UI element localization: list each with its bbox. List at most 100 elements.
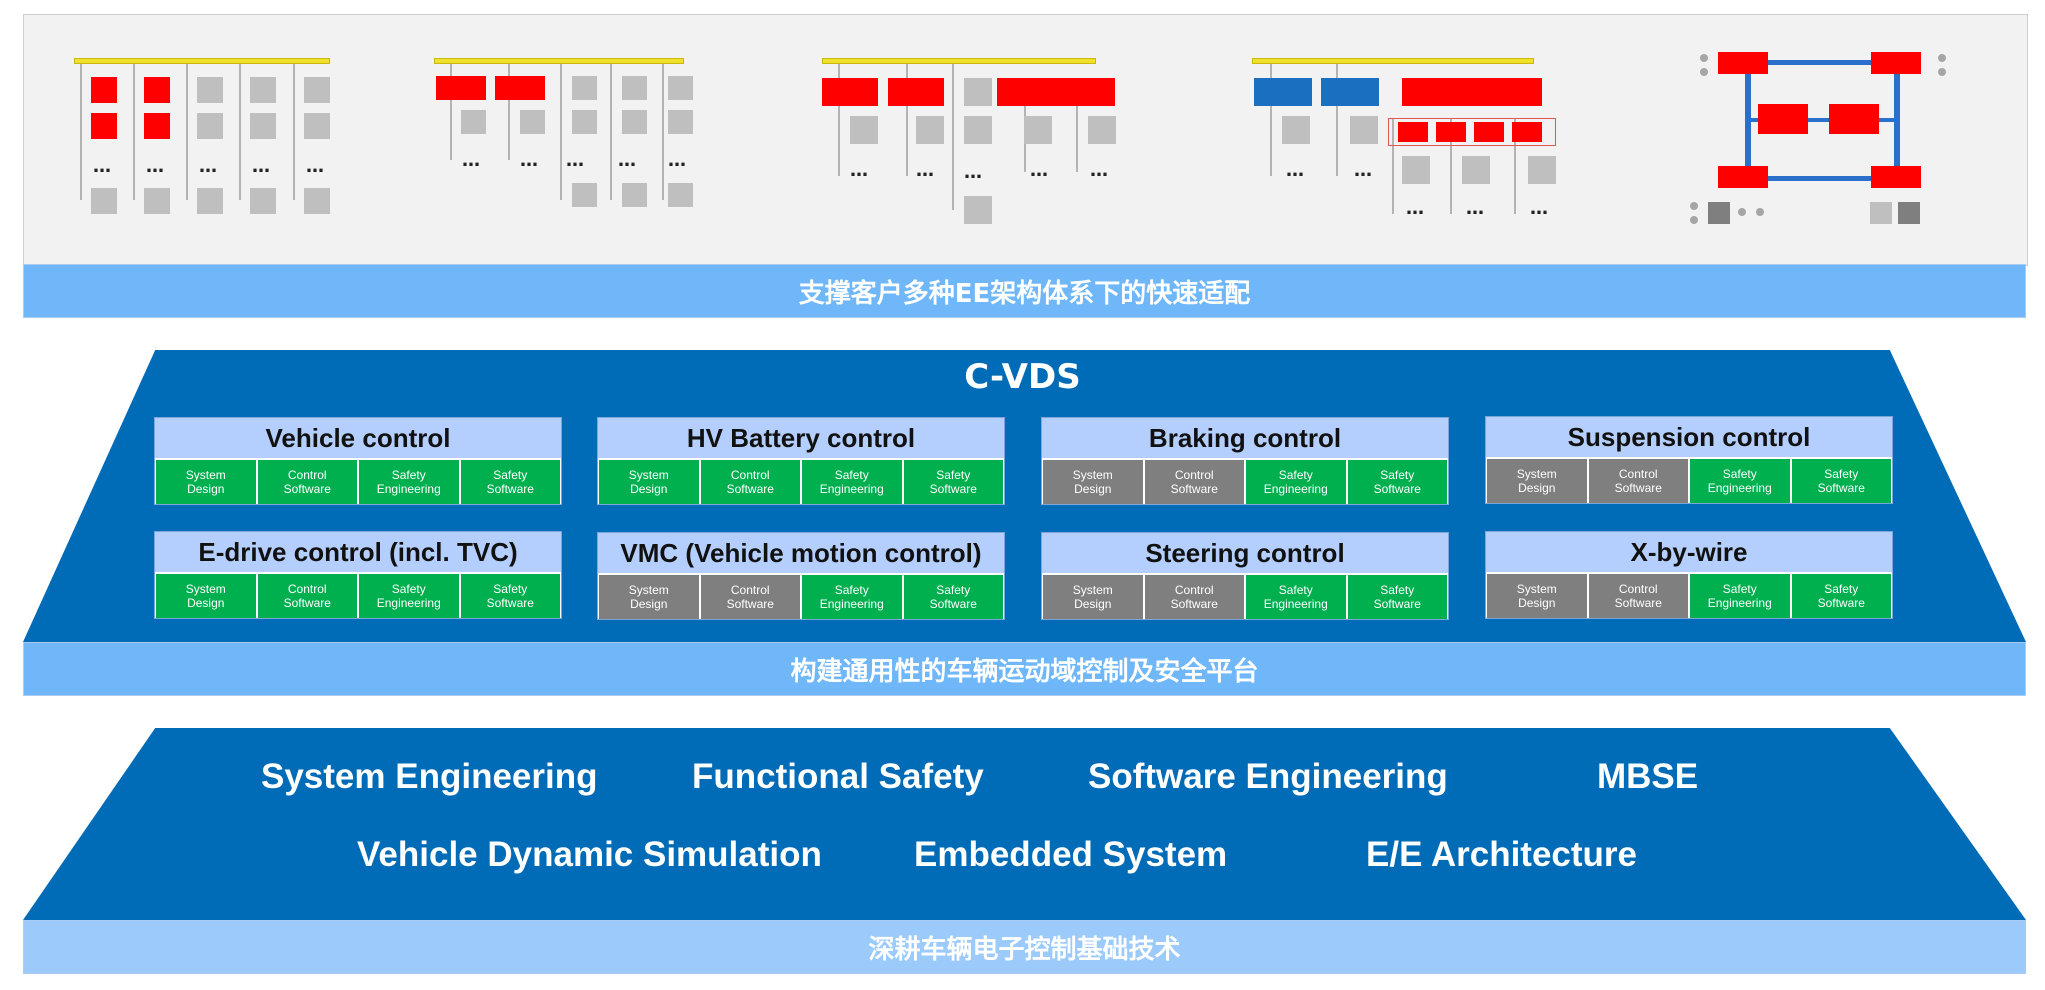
ecu-node-gray (197, 113, 223, 139)
ecu-node-gray (304, 188, 330, 214)
branch-line (906, 64, 908, 176)
gateway-bus-bar (822, 58, 1096, 64)
ellipsis: … (146, 156, 164, 177)
ecu-node-gray (622, 110, 647, 134)
capability-cell: Safety Engineering (1690, 459, 1790, 503)
capability-cell: System Design (1487, 574, 1587, 618)
tech-embedded-system: Embedded System (914, 835, 1228, 874)
zone-controller-red (1436, 122, 1466, 142)
module-title: Suspension control (1486, 417, 1892, 457)
zone-controller-group (1388, 118, 1556, 146)
ecu-node-red (144, 113, 170, 139)
sensor-node (1756, 208, 1764, 216)
ecu-node-gray (572, 110, 597, 134)
module-card-e-drive-control: E-drive control (incl. TVC) System Desig… (154, 531, 562, 619)
sensor-node (1938, 54, 1946, 62)
capability-cell: Safety Software (1791, 459, 1891, 503)
ecu-node-gray (1402, 156, 1430, 184)
module-card-steering-control: Steering control System Design Control S… (1041, 532, 1449, 620)
ecu-node-gray (1350, 116, 1378, 144)
module-card-hv-battery-control: HV Battery control System Design Control… (597, 417, 1005, 505)
capability-cell: Control Software (257, 460, 357, 504)
ellipsis: … (1354, 160, 1372, 181)
platform-banner: 构建通用性的车辆运动域控制及安全平台 (23, 642, 2026, 696)
module-title: Vehicle control (155, 418, 561, 458)
ellipsis: … (462, 150, 480, 171)
ecu-node-gray (520, 110, 545, 134)
module-title: X-by-wire (1486, 532, 1892, 572)
ecu-node-gray (197, 77, 223, 103)
branch-line (133, 64, 135, 200)
capability-cell: Safety Engineering (359, 460, 459, 504)
capability-cell: Control Software (1144, 460, 1244, 504)
capability-cell: Safety Engineering (1690, 574, 1790, 618)
gateway-bus-bar (434, 58, 684, 64)
ellipsis: … (1286, 160, 1304, 181)
module-title: Steering control (1042, 533, 1448, 573)
branch-line (560, 64, 562, 200)
sensor-node (1690, 202, 1698, 210)
module-card-suspension-control: Suspension control System Design Control… (1485, 416, 1893, 504)
zone-controller-red (1718, 52, 1768, 74)
central-computer-red (1402, 78, 1542, 106)
ecu-node-gray (622, 76, 647, 100)
ellipsis: … (1090, 160, 1108, 181)
ellipsis: … (964, 162, 982, 183)
capability-cell: Safety Software (903, 460, 1003, 504)
tech-functional-safety: Functional Safety (692, 757, 984, 796)
capability-cell: System Design (1487, 459, 1587, 503)
branch-line (1514, 118, 1516, 214)
ecu-node-gray (964, 78, 992, 106)
ecu-node-gray (91, 188, 117, 214)
capability-cell: System Design (156, 574, 256, 618)
branch-line (1270, 64, 1272, 176)
sensor-node (1690, 216, 1698, 224)
sensor-node (1738, 208, 1746, 216)
ellipsis: … (1530, 198, 1548, 219)
capability-cell: Control Software (1588, 574, 1688, 618)
foundation-trapezoid (23, 728, 2026, 920)
zone-controller-red (1474, 122, 1504, 142)
tech-software-engineering: Software Engineering (1088, 757, 1448, 796)
ecu-node-blue (1254, 78, 1312, 106)
ellipsis: … (916, 160, 934, 181)
capability-cell: System Design (599, 460, 699, 504)
capability-cell: Safety Software (1791, 574, 1891, 618)
module-card-vmc: VMC (Vehicle motion control) System Desi… (597, 532, 1005, 620)
ecu-node-blue (1321, 78, 1379, 106)
ecu-node-gray (304, 113, 330, 139)
capability-cell: Control Software (1144, 575, 1244, 619)
ecu-node-gray (572, 76, 597, 100)
ecu-node-gray (1870, 202, 1892, 224)
gateway-bus-bar (74, 58, 330, 64)
ecu-node-gray (964, 116, 992, 144)
ecu-node-gray (572, 183, 597, 207)
ecu-node-gray (850, 116, 878, 144)
branch-line (239, 64, 241, 200)
ecu-node-gray (1528, 156, 1556, 184)
capability-cell: Safety Software (1347, 575, 1447, 619)
ecu-node-gray (668, 76, 693, 100)
branch-line (186, 64, 188, 200)
ethernet-backbone (1745, 60, 1900, 65)
domain-controller-red (997, 78, 1115, 106)
ellipsis: … (306, 156, 324, 177)
ecu-node-gray (144, 188, 170, 214)
central-computer-red (1758, 104, 1808, 134)
ecu-node-dark (1708, 202, 1730, 224)
platform-title: C-VDS (964, 357, 1081, 397)
central-computer-red (1829, 104, 1879, 134)
branch-line (1336, 64, 1338, 176)
gateway-bus-bar (1252, 58, 1534, 64)
sensor-node (1700, 54, 1708, 62)
ecu-node-gray (197, 188, 223, 214)
branch-line (1392, 118, 1394, 214)
ecu-node-gray (622, 183, 647, 207)
ecu-node-red (888, 78, 944, 106)
ecu-node-gray (916, 116, 944, 144)
ethernet-backbone (1745, 118, 1900, 122)
branch-line (80, 64, 82, 200)
branch-line (1450, 118, 1452, 214)
ethernet-backbone (1894, 60, 1900, 184)
ellipsis: … (668, 150, 686, 171)
